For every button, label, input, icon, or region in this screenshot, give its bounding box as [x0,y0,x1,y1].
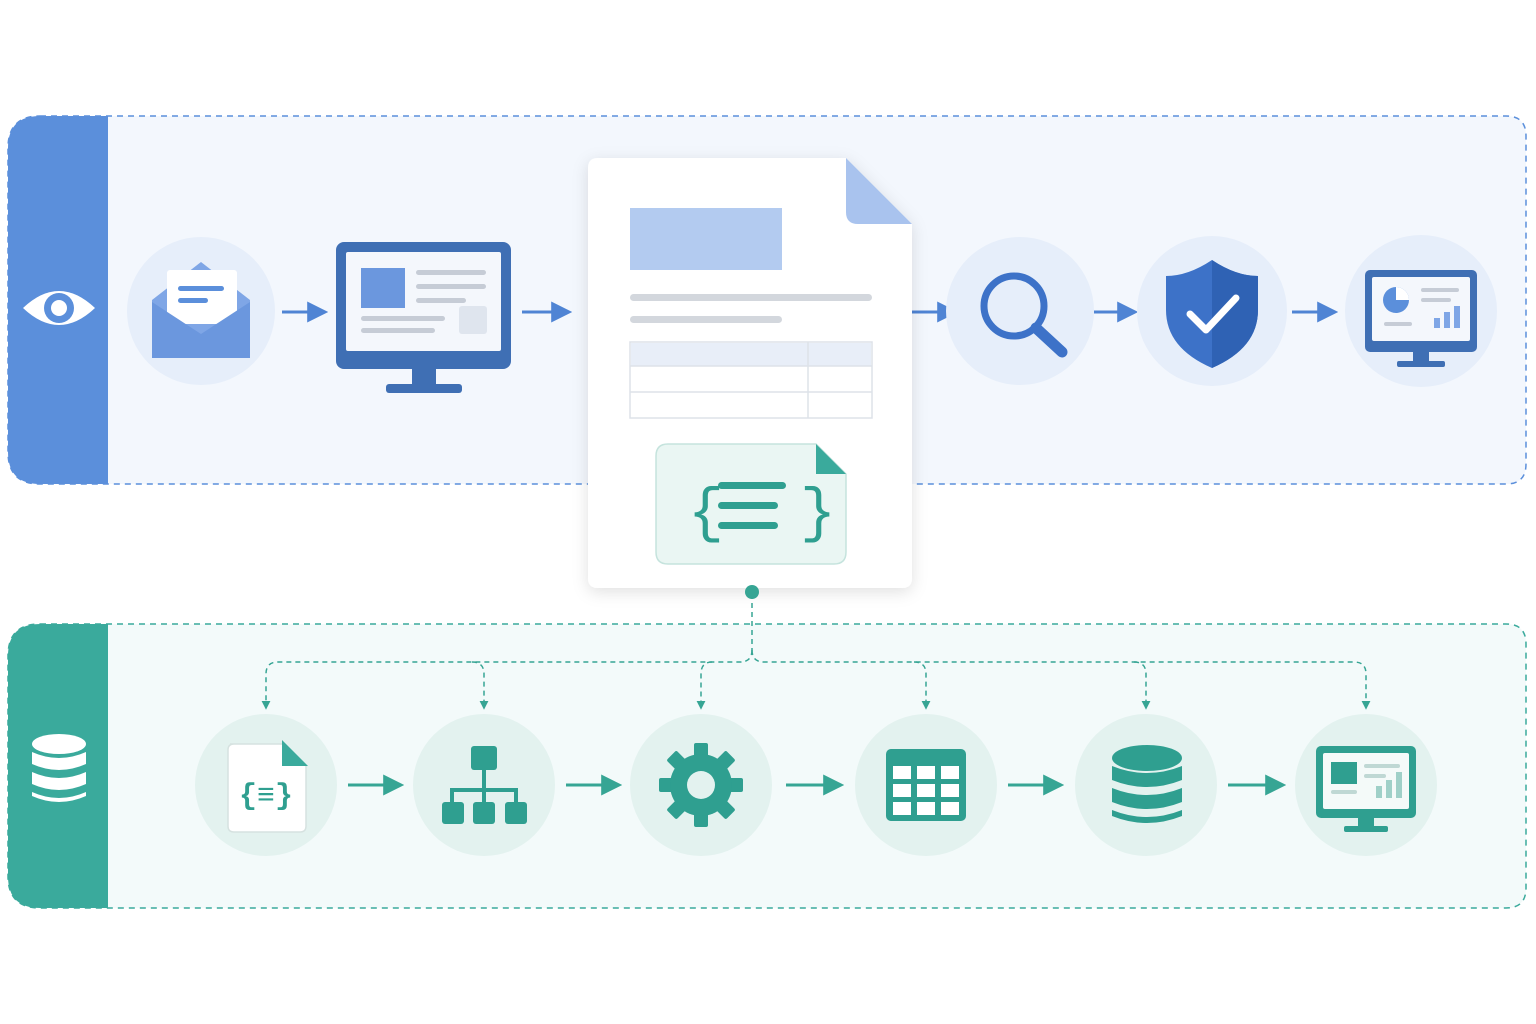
shield-check-icon [1166,260,1258,368]
search-node [946,237,1094,385]
hierarchy-node [413,714,555,856]
dashboard-monitor-icon [1365,270,1477,367]
database-icon [1112,745,1182,823]
database-icon [32,734,86,802]
shield-node [1137,236,1287,386]
eye-icon [23,291,95,325]
dashboard-node [1345,235,1497,387]
database-node [1075,714,1217,856]
table-node [855,714,997,856]
dashboard-monitor-icon [1316,746,1416,832]
json-file-node: {≡} [195,714,337,856]
gear-icon [659,743,743,827]
svg-text:}: } [800,481,836,549]
json-file-icon: {≡} [227,740,308,833]
center-document: { } [588,158,912,599]
connector-dot [745,585,759,599]
svg-text:{: { [688,481,724,549]
bottom-lane: {≡} [7,594,1527,909]
svg-text:{≡}: {≡} [239,780,293,814]
hierarchy-icon [442,746,527,824]
search-icon [980,272,1068,358]
email-icon [152,262,250,358]
distribution-connectors [261,594,1371,710]
json-file-icon: { } [655,443,847,565]
dashboard-node-teal [1295,714,1437,856]
gear-node [630,714,772,856]
monitor-document-icon [336,242,511,393]
email-node [127,237,275,385]
table-grid-icon [886,749,966,821]
